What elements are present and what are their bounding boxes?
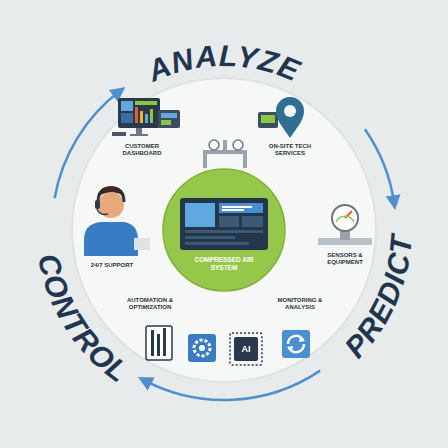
icon-caption: AUTOMATION & OPTIMIZATION (117, 297, 183, 311)
icon-caption: MONITORING & ANALYSIS (270, 297, 330, 311)
pipes (205, 140, 245, 168)
inner-disc (72, 78, 376, 382)
system-circle: COMPRESSED AIR SYSTEM (162, 168, 286, 292)
circle-shape (162, 168, 286, 292)
automation-bars-icon (146, 326, 172, 360)
stage-title: CONTROL (32, 251, 135, 389)
icon-caption: ON-SITE TECH SERVICES (262, 143, 318, 157)
dashboard-icon (112, 98, 180, 136)
cycle-arrow (143, 371, 320, 400)
stage-title: ANALYZE (142, 39, 305, 88)
stage-title: PREDICT (338, 231, 418, 364)
node-text: COMPRESSED AIR SYSTEM (184, 256, 264, 272)
gauge-icon (318, 205, 372, 245)
gear-icon (188, 334, 216, 362)
icon-caption: CUSTOMER DASHBOARD (112, 143, 172, 157)
cycle-arrow (55, 91, 121, 199)
refresh-icon (282, 330, 310, 358)
icon-caption: SENSORS & EQUIPMENT (317, 252, 373, 266)
icon-caption: 24/7 SUPPORT (87, 262, 137, 269)
location-icon (258, 97, 304, 138)
cycle-arrow (365, 129, 394, 204)
chip-label: AI (242, 344, 251, 354)
ai-chip-icon (230, 333, 262, 365)
support-person-icon (84, 186, 150, 256)
